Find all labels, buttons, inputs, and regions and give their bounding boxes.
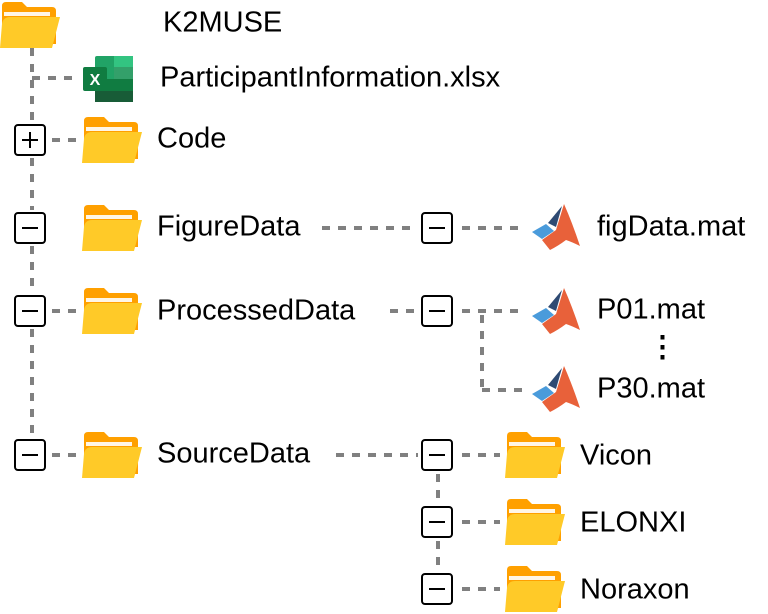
figdata-file-label[interactable]: figData.mat: [597, 210, 746, 243]
folder-icon: [0, 2, 60, 48]
collapse-button-figuredata[interactable]: [14, 212, 46, 244]
processeddata-folder-label[interactable]: ProcessedData: [157, 294, 356, 327]
collapse-button-figuredata-children[interactable]: [421, 212, 453, 244]
matlab-icon: [530, 202, 580, 252]
ellipsis-vertical: ⋮: [648, 331, 677, 364]
vicon-folder-label[interactable]: Vicon: [580, 439, 653, 472]
folder-icon: [505, 499, 565, 545]
folder-icon: [82, 117, 142, 163]
svg-text:X: X: [90, 72, 101, 89]
folder-icon: [505, 566, 565, 612]
folder-icon: [505, 432, 565, 478]
excel-icon: X: [83, 56, 133, 102]
figuredata-folder-label[interactable]: FigureData: [157, 210, 301, 243]
folder-icon: [82, 432, 142, 478]
p30-file-label[interactable]: P30.mat: [597, 372, 705, 405]
p01-file-label[interactable]: P01.mat: [597, 293, 705, 326]
collapse-button-vicon[interactable]: [421, 439, 453, 471]
elonxi-folder-label[interactable]: ELONXI: [580, 506, 687, 539]
code-folder-label[interactable]: Code: [157, 122, 227, 155]
participant-info-label[interactable]: ParticipantInformation.xlsx: [160, 61, 501, 94]
collapse-button-processeddata-children[interactable]: [421, 295, 453, 327]
folder-icon: [82, 205, 142, 251]
matlab-icon: [530, 286, 580, 336]
collapse-button-processeddata[interactable]: [14, 295, 46, 327]
noraxon-folder-label[interactable]: Noraxon: [580, 573, 690, 606]
root-folder-label[interactable]: K2MUSE: [163, 6, 283, 39]
expand-button-code[interactable]: [14, 124, 46, 156]
collapse-button-elonxi[interactable]: [421, 506, 453, 538]
folder-icon: [82, 288, 142, 334]
matlab-icon: [530, 364, 580, 414]
collapse-button-noraxon[interactable]: [421, 573, 453, 605]
sourcedata-folder-label[interactable]: SourceData: [157, 437, 311, 470]
collapse-button-sourcedata[interactable]: [14, 439, 46, 471]
